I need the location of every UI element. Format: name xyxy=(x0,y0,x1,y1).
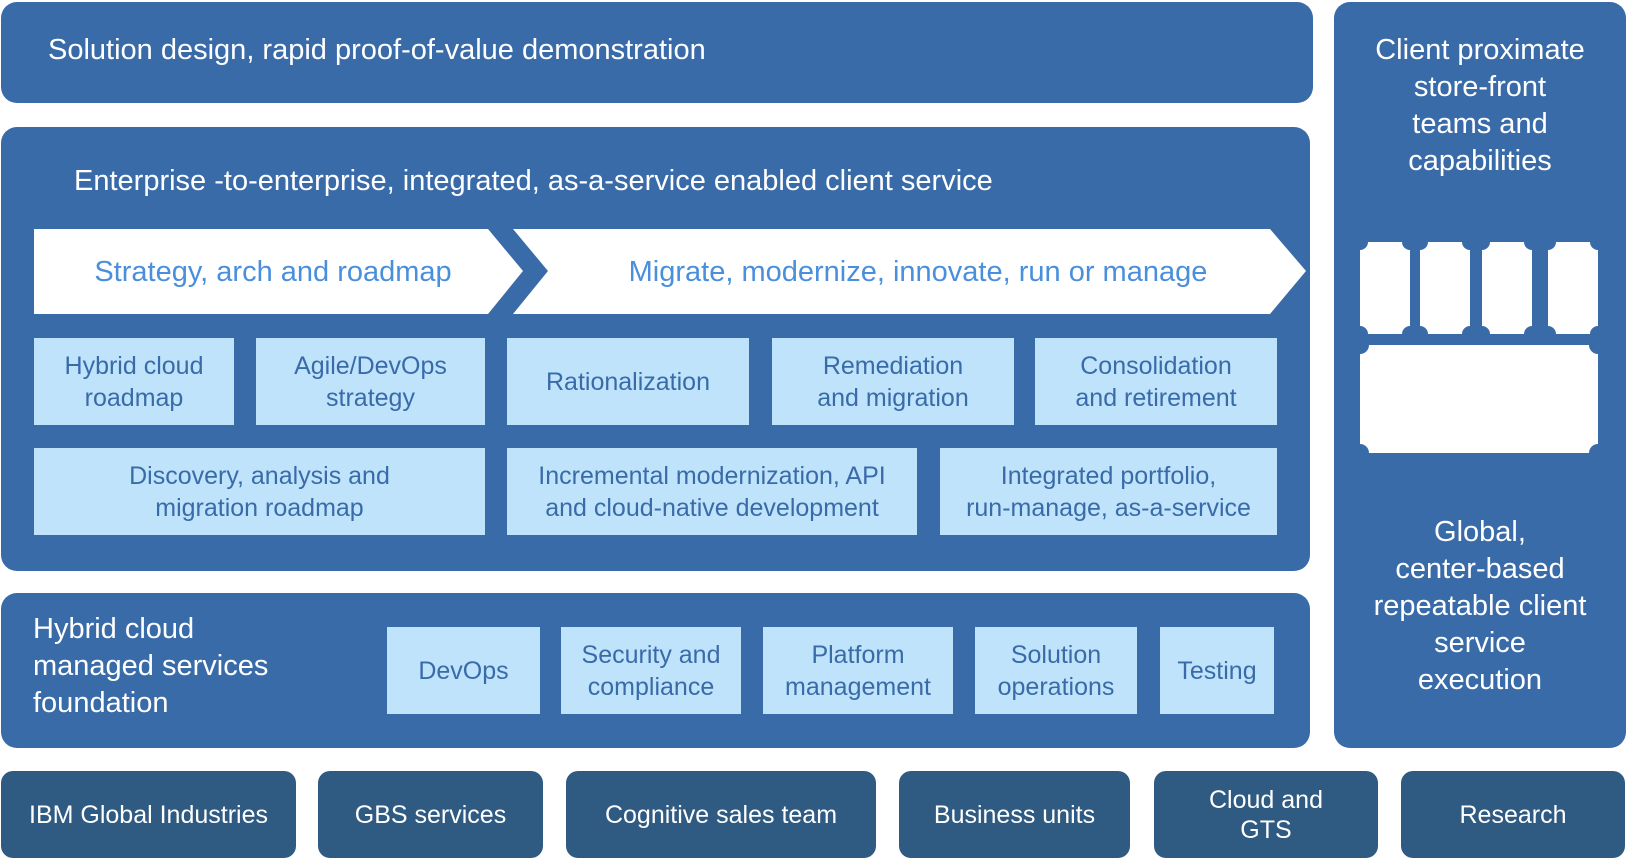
integrated-portfolio-box: Integrated portfolio, run-manage, as-a-s… xyxy=(940,448,1277,535)
hybrid-cloud-roadmap-box: Hybrid cloud roadmap xyxy=(34,338,234,425)
solution-operations-box: Solution operations xyxy=(975,627,1137,714)
cognitive-sales-team-box: Cognitive sales team xyxy=(566,771,876,858)
migrate-arrow-label: Migrate, modernize, innovate, run or man… xyxy=(628,256,1208,288)
strategy-arrow-label: Strategy, arch and roadmap xyxy=(94,256,452,288)
right-panel-bottom-text: Global, center-based repeatable client s… xyxy=(1373,516,1587,696)
remediation-migration-box: Remediation and migration xyxy=(772,338,1014,425)
top-banner: Solution design, rapid proof-of-value de… xyxy=(1,2,1313,103)
rationalization-box: Rationalization xyxy=(507,338,749,425)
right-panel-top-text: Client proximate store-front teams and c… xyxy=(1375,34,1585,177)
enterprise-title: Enterprise -to-enterprise, integrated, a… xyxy=(74,165,993,197)
incremental-modernization-box: Incremental modernization, API and cloud… xyxy=(507,448,917,535)
devops-box: DevOps xyxy=(387,627,540,714)
foundation-title: Hybrid cloud managed services foundation xyxy=(33,613,269,719)
migrate-arrow xyxy=(513,229,1306,314)
research-box: Research xyxy=(1401,771,1625,858)
testing-box: Testing xyxy=(1160,627,1274,714)
consolidation-retirement-box: Consolidation and retirement xyxy=(1035,338,1277,425)
security-compliance-box: Security and compliance xyxy=(561,627,741,714)
agile-devops-strategy-box: Agile/DevOps strategy xyxy=(256,338,485,425)
gbs-services-box: GBS services xyxy=(318,771,543,858)
cloud-gts-box: Cloud and GTS xyxy=(1154,771,1378,858)
discovery-analysis-box: Discovery, analysis and migration roadma… xyxy=(34,448,485,535)
storefront-tickets-icon xyxy=(1360,242,1598,453)
business-units-box: Business units xyxy=(899,771,1130,858)
top-banner-text: Solution design, rapid proof-of-value de… xyxy=(48,34,706,66)
platform-management-box: Platform management xyxy=(763,627,953,714)
ibm-global-industries-box: IBM Global Industries xyxy=(1,771,296,858)
strategy-arrow xyxy=(34,229,523,314)
